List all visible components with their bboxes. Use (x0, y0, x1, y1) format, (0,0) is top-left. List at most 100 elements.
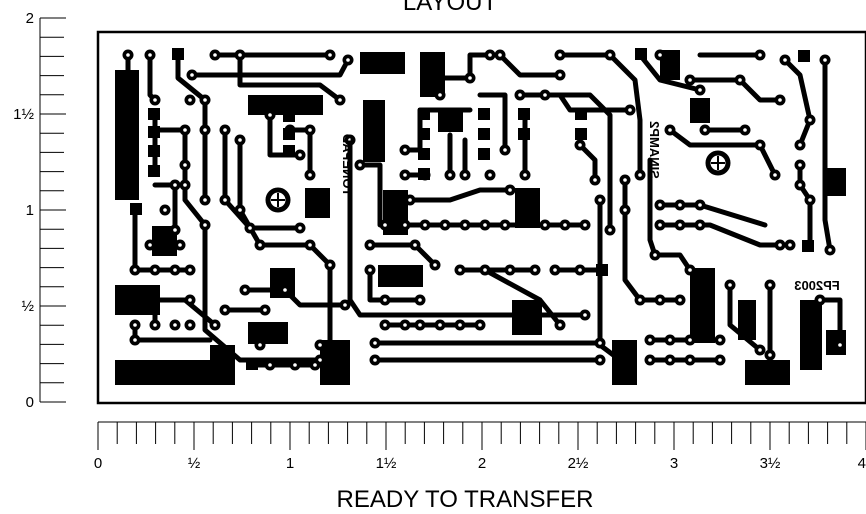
pad-hole (438, 323, 442, 327)
pad-hole (238, 53, 242, 57)
pad-hole (258, 343, 262, 347)
pad-hole (678, 203, 682, 207)
pad-hole (838, 343, 842, 347)
pad-hole (418, 298, 422, 302)
pad-hole (308, 243, 312, 247)
pad-hole (508, 268, 512, 272)
pad-hole (133, 268, 137, 272)
horizontal-ruler-label: 1½ (376, 455, 397, 472)
pad-hole (678, 298, 682, 302)
pad-hole (688, 358, 692, 362)
pad-hole (743, 128, 747, 132)
pad-hole (223, 198, 227, 202)
pad-hole (698, 223, 702, 227)
pad-hole (583, 313, 587, 317)
pad-hole (298, 226, 302, 230)
transfer-status: READY TO TRANSFER (337, 486, 594, 513)
pad-hole (808, 198, 812, 202)
mounting-pad-holes (271, 156, 725, 207)
pad-hole (173, 228, 177, 232)
horizontal-ruler-label: 4 (858, 455, 866, 472)
pad-hole (403, 173, 407, 177)
pad-hole (458, 268, 462, 272)
pad-hole (688, 338, 692, 342)
pad-hole (758, 348, 762, 352)
layout-title: LAYOUT (403, 0, 498, 16)
pad-hole (558, 73, 562, 77)
pad-hole (598, 358, 602, 362)
pad-hole (153, 268, 157, 272)
pad-hole (648, 358, 652, 362)
pad-hole (223, 308, 227, 312)
pad-hole (148, 53, 152, 57)
pad-hole (258, 243, 262, 247)
pad-hole (178, 243, 182, 247)
pad-hole (798, 183, 802, 187)
horizontal-ruler-label: 3 (670, 455, 678, 472)
pad-hole (418, 323, 422, 327)
pad-hole (263, 308, 267, 312)
pad-hole (623, 208, 627, 212)
pad-hole (368, 268, 372, 272)
copper-layer (115, 48, 846, 385)
pad-hole (768, 353, 772, 357)
pad-hole (308, 173, 312, 177)
pad-hole (383, 323, 387, 327)
pad-hole (778, 98, 782, 102)
pad-hole (658, 223, 662, 227)
pad-hole (403, 323, 407, 327)
pad-hole (268, 113, 272, 117)
pad-hole (718, 358, 722, 362)
pad-hole (668, 338, 672, 342)
pad-hole (608, 53, 612, 57)
pad-hole (373, 358, 377, 362)
pad-hole (438, 93, 442, 97)
pad-hole (190, 73, 194, 77)
pad-hole (373, 341, 377, 345)
pad-hole (498, 53, 502, 57)
pad-hole (773, 173, 777, 177)
sinamp-label: SINAMP2 (647, 121, 662, 179)
pad-hole (638, 298, 642, 302)
pad-hole (768, 283, 772, 287)
pad-hole (383, 223, 387, 227)
pad-hole (728, 283, 732, 287)
pad-hole (653, 253, 657, 257)
pad-hole (293, 363, 297, 367)
pad-hole (718, 338, 722, 342)
pad-hole (153, 323, 157, 327)
pad-hole (328, 263, 332, 267)
pad-hole (338, 98, 342, 102)
pad-hole (758, 143, 762, 147)
pad-hole (283, 288, 287, 292)
pad-hole (183, 163, 187, 167)
pad-hole (313, 363, 317, 367)
pad-hole (503, 223, 507, 227)
pad-hole (358, 163, 362, 167)
pad-hole (638, 173, 642, 177)
pad-hole (203, 98, 207, 102)
pad-hole (443, 223, 447, 227)
pad-hole (678, 223, 682, 227)
pad-hole (403, 148, 407, 152)
pad-hole (583, 223, 587, 227)
horizontal-ruler-label: 3½ (760, 455, 781, 472)
pad-hole (623, 178, 627, 182)
vertical-ruler-label: ½ (21, 298, 34, 315)
pad-hole (563, 223, 567, 227)
pad-hole (503, 148, 507, 152)
pad-hole (173, 323, 177, 327)
pad-hole (188, 323, 192, 327)
pad-hole (238, 138, 242, 142)
pad-hole (698, 203, 702, 207)
pad-hole (318, 358, 322, 362)
pad-hole (308, 128, 312, 132)
pad-hole (346, 58, 350, 62)
pad-hole (403, 223, 407, 227)
pad-hole (213, 53, 217, 57)
pad-hole (188, 298, 192, 302)
pad-hole (818, 298, 822, 302)
pad-hole (298, 153, 302, 157)
pad-hole (248, 226, 252, 230)
